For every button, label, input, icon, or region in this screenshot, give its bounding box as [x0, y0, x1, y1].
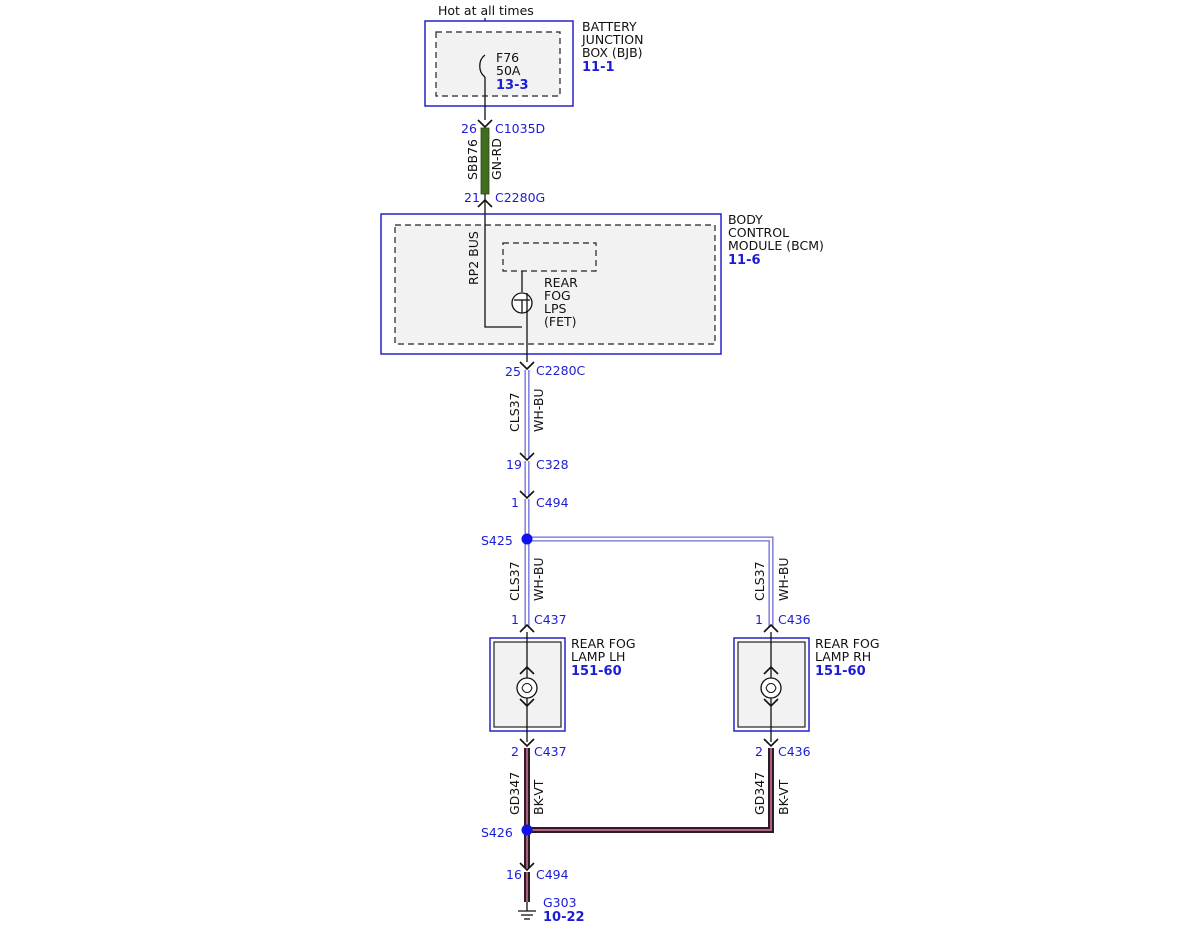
bulb-rh-filament — [765, 682, 777, 694]
lamp-rh-name-line-2: LAMP RH — [815, 649, 871, 664]
bcm-output-line-4: (FET) — [544, 314, 576, 329]
cls37-c-color-label: WH-BU — [776, 557, 791, 601]
bcm-logic-block — [502, 242, 597, 272]
gd347-a-circuit-label: GD347 — [507, 772, 522, 815]
c2280c-connector-symbol — [519, 361, 535, 371]
power-source-label: Hot at all times — [438, 3, 534, 18]
fuse-f76-symbol — [479, 54, 486, 78]
c1035d-name: C1035D — [495, 121, 545, 136]
cls37-c-circuit-label: CLS37 — [752, 561, 767, 601]
bjb-ref-link[interactable]: 11-1 — [582, 60, 615, 75]
lamp-rh-bottom-terminal — [763, 698, 779, 708]
bcm-ref-link[interactable]: 11-6 — [728, 253, 761, 268]
gd347-wire-network — [524, 748, 774, 868]
body-control-module: RP2 BUS REAR FOG LPS (FET) BODY CONTROL … — [380, 212, 824, 362]
bcm-name-line-1: BODY — [728, 212, 763, 227]
bjb-name-line-3: BOX (BJB) — [582, 45, 643, 60]
c436-top-name: C436 — [778, 612, 811, 627]
gd347-b-circuit-label: GD347 — [752, 772, 767, 815]
lamp-rh-name-line-1: REAR FOG — [815, 636, 880, 651]
fuse-rating: 50A — [496, 63, 521, 78]
bjb-name-line-1: BATTERY — [582, 19, 637, 34]
c494-top-connector-symbol — [519, 490, 535, 500]
lamp-rh-ref-link[interactable]: 151-60 — [815, 664, 866, 679]
sbb76-circuit-label: SBB76 — [465, 139, 480, 180]
c494-bottom-connector-symbol — [519, 862, 535, 872]
rear-fog-lamp-rh: REAR FOG LAMP RH 151-60 — [733, 632, 880, 742]
c436-bottom-name: C436 — [778, 744, 811, 759]
cls37-b-color-label: WH-BU — [531, 557, 546, 601]
bcm-name-line-3: MODULE (BCM) — [728, 238, 824, 253]
lamp-lh-ref-link[interactable]: 151-60 — [571, 664, 622, 679]
c437-bottom-pin: 2 — [511, 744, 519, 759]
fuse-ref-link[interactable]: 13-3 — [496, 78, 529, 93]
c437-bottom-connector-symbol — [519, 738, 535, 748]
sbb76-wire — [480, 127, 490, 195]
c436-top-pin: 1 — [755, 612, 763, 627]
c437-bottom-name: C437 — [534, 744, 567, 759]
c437-top-name: C437 — [534, 612, 567, 627]
bjb-name-line-2: JUNCTION — [581, 32, 643, 47]
bcm-output-line-2: FOG — [544, 288, 571, 303]
c2280g-name: C2280G — [495, 190, 545, 205]
bulb-rh-icon — [760, 677, 782, 699]
fuse-id: F76 — [496, 50, 519, 65]
splice-s425-label: S425 — [481, 533, 513, 548]
battery-junction-box: F76 50A 13-3 BATTERY JUNCTION BOX (BJB) … — [424, 19, 643, 120]
lamp-rh-top-terminal — [763, 665, 779, 675]
ground-name: G303 — [543, 895, 577, 910]
bulb-lh-filament — [521, 682, 533, 694]
lamp-lh-top-terminal — [519, 665, 535, 675]
gd347-b-color-label: BK-VT — [776, 779, 791, 815]
sbb76-color-label: GN-RD — [489, 138, 504, 180]
c494-top-pin: 1 — [511, 495, 519, 510]
c2280g-pin: 21 — [464, 190, 480, 205]
lamp-lh-name-line-1: REAR FOG — [571, 636, 636, 651]
ground-g303-icon — [518, 910, 536, 920]
bulb-lh-icon — [516, 677, 538, 699]
c436-bottom-pin: 2 — [755, 744, 763, 759]
c437-top-connector-symbol — [519, 623, 535, 633]
bjb-inner-boundary — [435, 31, 561, 97]
lamp-lh-bottom-terminal — [519, 698, 535, 708]
c494-bottom-pin: 16 — [506, 867, 522, 882]
cls37-a-color-label: WH-BU — [531, 388, 546, 432]
c1035d-pin: 26 — [461, 121, 477, 136]
c436-bottom-connector-symbol — [763, 738, 779, 748]
c494-top-name: C494 — [536, 495, 569, 510]
bcm-output-line-1: REAR — [544, 275, 578, 290]
c1035d-connector-symbol — [477, 119, 493, 129]
c2280c-name: C2280C — [536, 363, 586, 378]
splice-s426-dot — [521, 824, 533, 836]
rp2-bus-label: RP2 BUS — [466, 231, 481, 285]
bcm-name-line-2: CONTROL — [728, 225, 789, 240]
c328-connector-symbol — [519, 452, 535, 462]
rear-fog-lamp-lh: REAR FOG LAMP LH 151-60 — [489, 632, 636, 742]
c328-name: C328 — [536, 457, 569, 472]
bcm-output-line-3: LPS — [544, 301, 567, 316]
c2280c-pin: 25 — [505, 364, 521, 379]
cls37-b-circuit-label: CLS37 — [507, 561, 522, 601]
splice-s426-label: S426 — [481, 825, 513, 840]
c437-top-pin: 1 — [511, 612, 519, 627]
rp2-bus-wire — [484, 214, 522, 328]
gd347-a-color-label: BK-VT — [531, 779, 546, 815]
splice-s425-dot — [521, 533, 533, 545]
cls37-a-circuit-label: CLS37 — [507, 392, 522, 432]
ground-ref-link[interactable]: 10-22 — [543, 910, 585, 925]
s425-wire-network — [524, 499, 774, 628]
c328-pin: 19 — [506, 457, 522, 472]
c494-bottom-name: C494 — [536, 867, 569, 882]
lamp-lh-name-line-2: LAMP LH — [571, 649, 625, 664]
c436-top-connector-symbol — [763, 623, 779, 633]
